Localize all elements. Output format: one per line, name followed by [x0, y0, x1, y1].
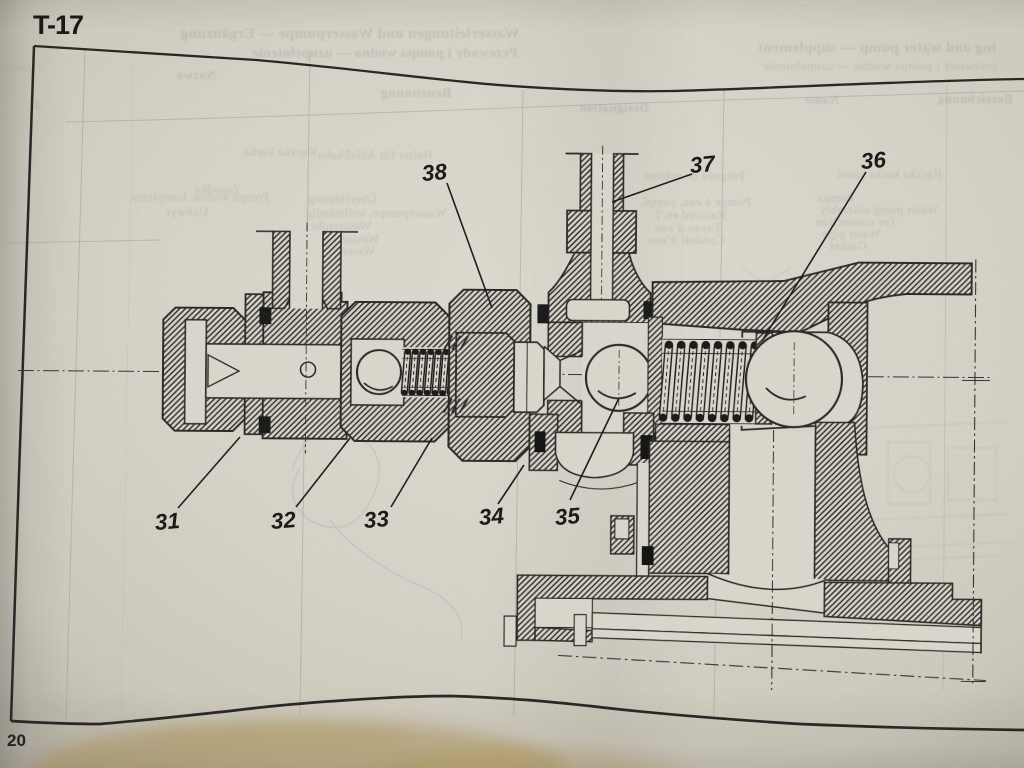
svg-text:Poignée de robinet: Poignée de robinet [643, 169, 744, 183]
svg-text:Pompa wodna, kompletna: Pompa wodna, kompletna [130, 190, 269, 204]
svg-text:Pompa: Pompa [818, 191, 855, 205]
svg-text:Uchwyt: Uchwyt [166, 205, 208, 219]
svg-text:Rączka kurka spust.: Rączka kurka spust. [834, 167, 942, 181]
svg-text:20: 20 [7, 731, 26, 750]
svg-text:33: 33 [363, 506, 391, 533]
svg-text:Tuyau d’eau: Tuyau d’eau [654, 221, 721, 235]
svg-text:T-17: T-17 [33, 10, 83, 40]
svg-text:34: 34 [478, 503, 506, 530]
svg-text:Pompe à eau, compl.: Pompe à eau, compl. [639, 195, 751, 209]
svg-text:przewody i pompa wodna — uzupe: przewody i pompa wodna — uzupełnienie [762, 58, 997, 73]
svg-text:Tee connection: Tee connection [815, 215, 897, 229]
svg-text:35: 35 [554, 503, 582, 530]
svg-text:Przewody i pompa wodna — uzupe: Przewody i pompa wodna — uzupełnienie [252, 46, 518, 61]
svg-text:ing and water pump — supplemen: ing and water pump — supplement [758, 40, 996, 56]
svg-text:Water pipe: Water pipe [822, 227, 880, 241]
svg-text:Benennung: Benennung [380, 86, 451, 101]
svg-text:Wasserpumpe, vollständig: Wasserpumpe, vollständig [305, 206, 447, 220]
svg-text:4: 4 [34, 98, 41, 113]
svg-text:Rączka kurka: Rączka kurka [243, 145, 316, 159]
svg-text:Designation: Designation [579, 100, 649, 115]
svg-text:Gasket: Gasket [829, 239, 866, 253]
svg-text:37: 37 [689, 151, 718, 178]
svg-text:Raccord en T: Raccord en T [654, 208, 726, 222]
svg-text:36: 36 [860, 147, 888, 174]
svg-text:Nazwa: Nazwa [176, 67, 216, 82]
svg-text:Wasserrohr: Wasserrohr [310, 219, 371, 233]
svg-text:Name: Name [805, 92, 839, 107]
svg-text:Zapadka: Zapadka [194, 182, 240, 196]
svg-text:Gesamt: Gesamt [2, 60, 41, 74]
svg-text:31: 31 [154, 508, 181, 535]
svg-text:38: 38 [421, 159, 449, 186]
svg-text:32: 32 [270, 507, 298, 534]
svg-text:Water pump assembly: Water pump assembly [819, 203, 938, 217]
svg-text:Conduit d’eau: Conduit d’eau [647, 233, 724, 247]
svg-text:Überführung: Überführung [307, 192, 376, 206]
svg-text:Wasserleitungen und Wasserpump: Wasserleitungen und Wasserpumpe — Ergänz… [180, 26, 520, 42]
svg-text:Bezeichnung: Bezeichnung [937, 91, 1012, 106]
svg-text:Halter für Ablaßhahn: Halter für Ablaßhahn [318, 148, 433, 162]
